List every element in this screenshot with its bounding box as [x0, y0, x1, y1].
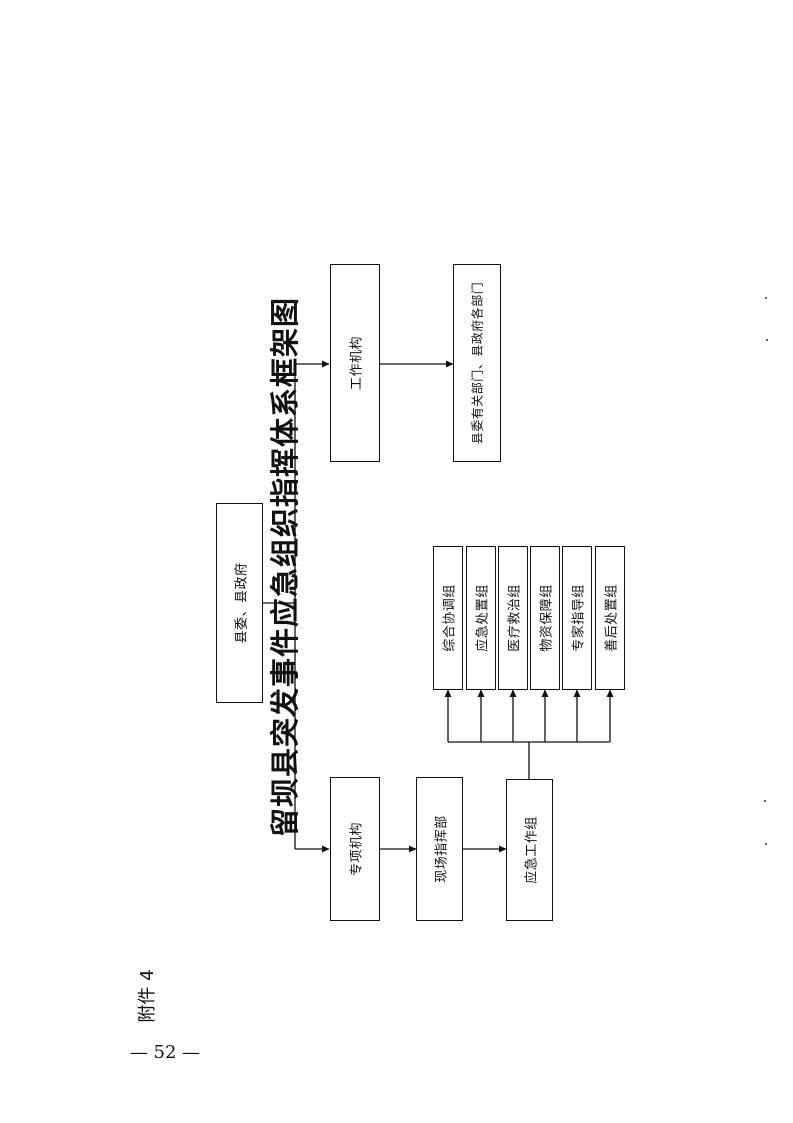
node-subgroup: 综合协调组	[433, 546, 463, 690]
node-label: 应急处置组	[475, 584, 491, 652]
node-subgroup: 物资保障组	[530, 546, 560, 690]
scan-speck	[766, 339, 768, 341]
node-county-committee-government: 县委、县政府	[216, 503, 263, 703]
node-label: 物资保障组	[539, 584, 555, 652]
node-subgroup: 应急处置组	[466, 546, 496, 690]
node-subgroup: 专家指导组	[562, 546, 592, 690]
node-label: 县委、县政府	[234, 562, 249, 644]
node-label: 专家指导组	[571, 584, 587, 652]
page-number: — 52 —	[129, 1042, 201, 1063]
node-work-body: 工作机构	[330, 264, 380, 462]
node-subgroup: 医疗救治组	[498, 546, 528, 690]
node-label: 综合协调组	[442, 584, 458, 652]
node-departments: 县委有关部门、县政府各部门	[453, 264, 501, 462]
node-special-body: 专项机构	[330, 777, 380, 921]
node-subgroup: 善后处置组	[595, 546, 625, 690]
node-emergency-group: 应急工作组	[506, 779, 553, 921]
node-label: 应急工作组	[524, 816, 539, 884]
node-label: 工作机构	[349, 335, 365, 391]
node-label: 县委有关部门、县政府各部门	[470, 281, 485, 445]
scan-speck	[764, 800, 766, 802]
node-label: 专项机构	[349, 821, 365, 877]
node-field-command: 现场指挥部	[416, 777, 463, 921]
scan-speck	[765, 297, 767, 299]
node-label: 现场指挥部	[434, 815, 449, 883]
scan-speck	[765, 843, 767, 845]
node-label: 善后处置组	[604, 584, 620, 652]
node-label: 医疗救治组	[507, 584, 523, 652]
